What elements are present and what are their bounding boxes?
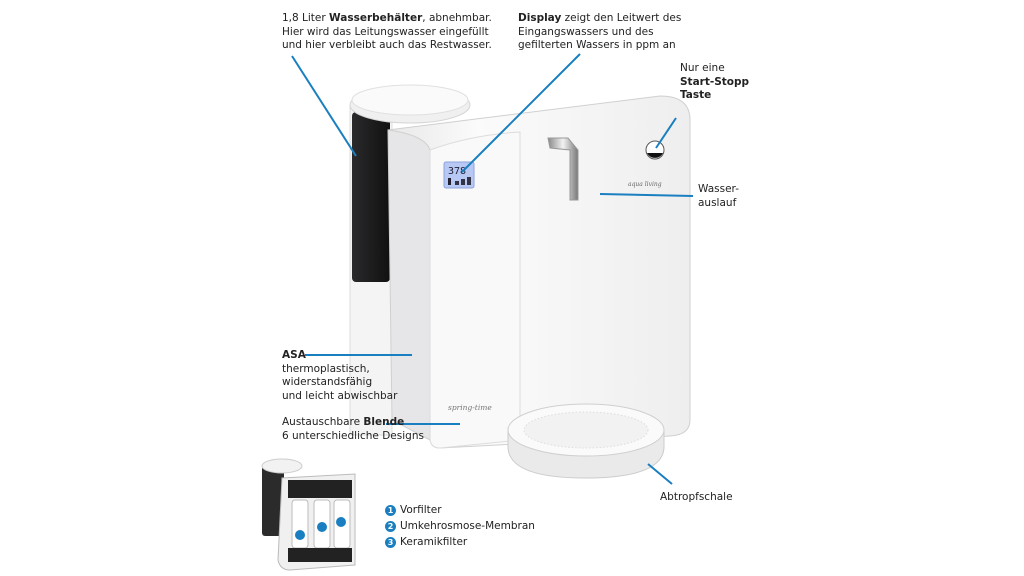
leader-line-tank bbox=[291, 55, 357, 157]
leader-line-tray bbox=[647, 463, 673, 485]
legend-label: Umkehrosmose-Membran bbox=[400, 520, 535, 532]
start-stop-button[interactable] bbox=[645, 140, 665, 160]
water-outlet-faucet bbox=[547, 137, 579, 201]
legend-item: 3 Keramikfilter bbox=[385, 534, 535, 550]
material-annotation: ASA thermoplastisch, widerstandsfähig un… bbox=[282, 349, 398, 402]
legend-item: 1 Vorfilter bbox=[385, 502, 535, 518]
legend-number: 3 bbox=[385, 536, 396, 548]
button-annotation: Nur eine Start-Stopp Taste bbox=[680, 62, 750, 101]
panel-brand: spring-time bbox=[448, 403, 492, 412]
hourglass-icon bbox=[448, 178, 451, 185]
tank-annotation: 1,8 Liter Wasserbehälter, abnehmbar. Hie… bbox=[282, 12, 492, 51]
leader-line-outlet bbox=[599, 193, 694, 197]
legend-label: Vorfilter bbox=[400, 504, 442, 516]
display-value: 378 bbox=[448, 166, 466, 177]
leader-line-button bbox=[655, 117, 677, 149]
legend-item: 2 Umkehrosmose-Membran bbox=[385, 518, 535, 534]
main-housing bbox=[387, 95, 691, 449]
brand-logo: aqua living bbox=[628, 181, 662, 188]
display-annotation: Display zeigt den Leitwert des Eingangsw… bbox=[518, 12, 682, 51]
panel-annotation: Austauschbare Blende 6 unterschiedliche … bbox=[282, 416, 424, 442]
tray-annotation: Abtropfschale bbox=[660, 491, 733, 503]
drip-tray bbox=[507, 403, 665, 479]
filter-legend: 1 Vorfilter 2 Umkehrosmose-Membran 3 Kerami… bbox=[385, 502, 535, 550]
legend-number: 2 bbox=[385, 520, 396, 532]
leader-line-display bbox=[461, 53, 581, 173]
legend-label: Keramikfilter bbox=[400, 536, 468, 548]
filter-inset-illustration bbox=[261, 458, 356, 571]
legend-number: 1 bbox=[385, 504, 396, 516]
water-tank bbox=[349, 84, 471, 436]
outlet-annotation: Wasser- auslauf bbox=[698, 183, 739, 209]
